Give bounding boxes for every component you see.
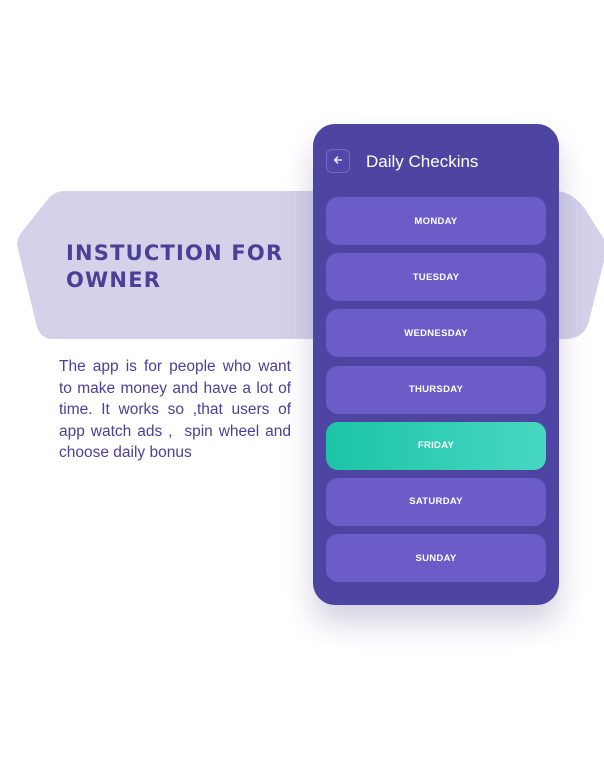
- day-button-friday[interactable]: FRIDAY: [326, 421, 546, 470]
- day-button-thursday[interactable]: THURSDAY: [326, 365, 546, 414]
- instruction-heading: INSTUCTION FOR OWNER: [66, 241, 284, 292]
- day-button-monday[interactable]: MONDAY: [326, 197, 546, 245]
- screen-title: Daily Checkins: [366, 152, 479, 171]
- arrow-left-icon: [333, 152, 343, 170]
- day-button-sunday[interactable]: SUNDAY: [326, 534, 546, 583]
- phone-mockup: Daily Checkins MONDAY TUESDAY WEDNESDAY …: [313, 124, 559, 605]
- instruction-description: The app is for people who want to make m…: [59, 358, 296, 461]
- day-button-wednesday[interactable]: WEDNESDAY: [326, 309, 546, 358]
- day-button-tuesday[interactable]: TUESDAY: [326, 253, 546, 302]
- back-button[interactable]: [326, 149, 350, 173]
- day-button-saturday[interactable]: SATURDAY: [326, 477, 546, 526]
- day-list: MONDAY TUESDAY WEDNESDAY THURSDAY FRIDAY…: [326, 197, 546, 590]
